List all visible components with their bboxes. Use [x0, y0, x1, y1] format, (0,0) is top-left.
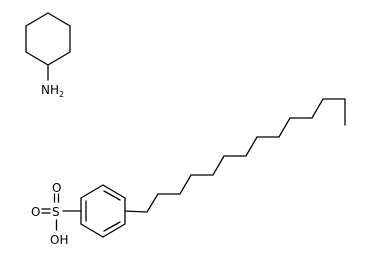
double-bond [103, 221, 121, 232]
bond [47, 12, 71, 27]
amine-label: NH2 [41, 83, 64, 99]
bond [25, 12, 49, 27]
sulfur-label: S [52, 205, 60, 219]
bond [80, 223, 104, 238]
bond [47, 51, 71, 66]
cyclohexane-ring [25, 12, 71, 66]
double-bond [103, 190, 121, 201]
bond [25, 51, 49, 66]
oxygen-top-label: O [52, 181, 61, 195]
benzene-ring [80, 184, 126, 238]
bond [102, 184, 126, 199]
oxygen-left-label: O [31, 205, 40, 219]
hydroxyl-label: OH [50, 233, 68, 247]
bond [102, 223, 126, 238]
dodecyl-chain [124, 98, 346, 213]
bond [80, 184, 104, 199]
